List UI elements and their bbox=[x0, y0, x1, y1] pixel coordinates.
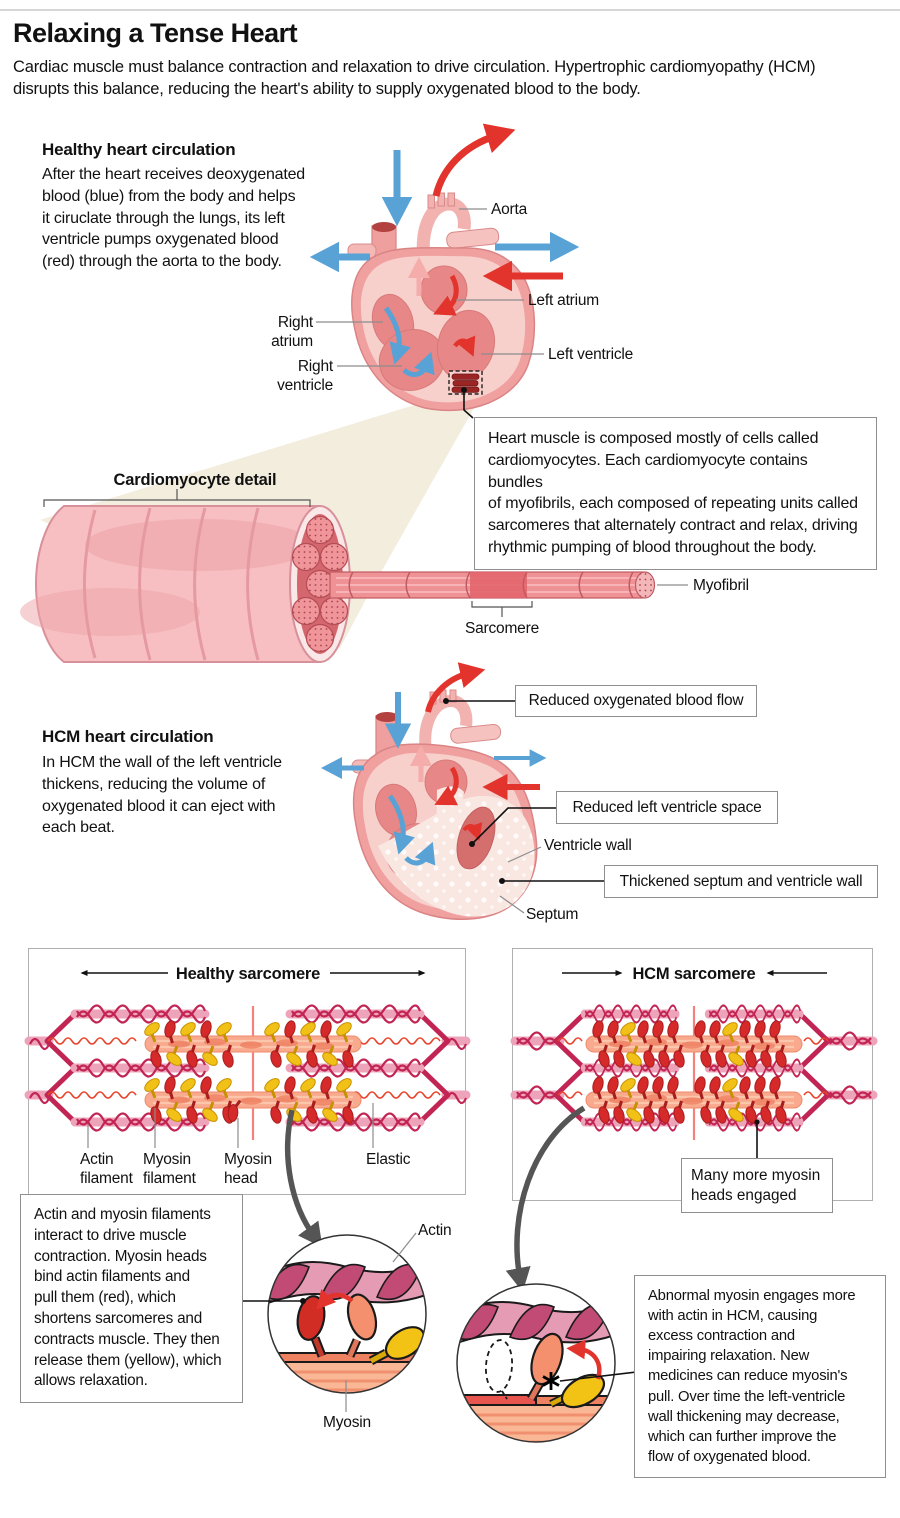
hcm-section-body: In HCM the wall of the left ventricle th… bbox=[42, 754, 282, 837]
red-flow-lv bbox=[453, 335, 476, 357]
label-actin-filament: Actin filament bbox=[80, 1151, 133, 1187]
aorta-branches bbox=[427, 192, 455, 209]
muscle-note-leader bbox=[461, 387, 474, 419]
label-right-atrium: Right atrium bbox=[271, 314, 313, 350]
healthy-heart-illustration bbox=[309, 123, 580, 412]
hcm-heart-illustration bbox=[321, 662, 547, 920]
label-myofibril: Myofibril bbox=[693, 577, 749, 594]
label-left-atrium: Left atrium bbox=[528, 292, 600, 309]
oxygenated-out-arrow bbox=[432, 123, 516, 197]
label-myosin-head: Myosin head bbox=[224, 1151, 272, 1187]
cardiomyocyte-heading: Cardiomyocyte detail bbox=[113, 471, 277, 489]
callout-reduced-lv-space: Reduced left ventricle space bbox=[556, 791, 778, 824]
hcm-sarcomere-title: HCM sarcomere bbox=[632, 965, 756, 983]
label-right-ventricle: Right ventricle bbox=[277, 358, 333, 394]
cardiomyocyte-cylinder bbox=[20, 505, 351, 663]
top-rule bbox=[0, 9, 900, 11]
healthy-detail-note: Actin and myosin filaments interact to d… bbox=[20, 1194, 243, 1404]
label-aorta: Aorta bbox=[491, 201, 528, 218]
label-left-ventricle: Left ventricle bbox=[548, 346, 634, 363]
cardiomyocyte-sample-box bbox=[448, 370, 483, 395]
hcm-section-heading: HCM heart circulation bbox=[42, 727, 214, 746]
muscle-note-box: Heart muscle is composed mostly of cells… bbox=[474, 417, 877, 570]
healthy-sarcomere-diagram bbox=[29, 970, 466, 1148]
zoom-arrows bbox=[284, 1105, 586, 1293]
hcm-detail-circle bbox=[456, 1283, 638, 1443]
healthy-heart-leaders bbox=[316, 208, 544, 367]
vessel-opening bbox=[372, 222, 396, 232]
sarcomere-part-leaders bbox=[87, 1103, 374, 1148]
label-sarcomere: Sarcomere bbox=[464, 620, 539, 637]
label-ventricle-wall: Ventricle wall bbox=[544, 837, 632, 854]
binding-star-icon bbox=[542, 1372, 560, 1390]
pulmonary-artery bbox=[446, 227, 500, 249]
abnormal-myosin-head bbox=[530, 1332, 564, 1386]
highlighted-sarcomere-segment bbox=[470, 572, 527, 598]
healthy-section-body: After the heart receives deoxygenated bl… bbox=[42, 166, 305, 270]
hcm-sarcomere-diagram bbox=[515, 970, 873, 1160]
red-flow-la-lv bbox=[433, 274, 459, 316]
label-actin: Actin bbox=[418, 1222, 452, 1239]
page-title: Relaxing a Tense Heart bbox=[13, 18, 298, 48]
myosin-head-neutral bbox=[346, 1293, 378, 1341]
hcm-callout-leaders bbox=[443, 698, 604, 914]
ghost-head-outline bbox=[485, 1339, 513, 1393]
cardiomyocyte-leaders bbox=[43, 489, 688, 617]
label-elastic: Elastic bbox=[366, 1151, 411, 1168]
blue-flow-ra-rv bbox=[383, 306, 411, 365]
reduced-flow-arrow bbox=[425, 662, 486, 713]
callout-reduced-blood-flow: Reduced oxygenated blood flow bbox=[515, 685, 757, 717]
callout-thickened-septum: Thickened septum and ventricle wall bbox=[604, 865, 878, 898]
healthy-section-heading: Healthy heart circulation bbox=[42, 140, 236, 159]
myofibril-strand bbox=[329, 571, 656, 599]
healthy-detail-circle bbox=[242, 1232, 427, 1412]
label-septum: Septum bbox=[526, 906, 579, 923]
myofibril-cross-sections bbox=[291, 515, 349, 653]
label-myosin: Myosin bbox=[323, 1414, 371, 1431]
hcm-detail-note: Abnormal myosin engages more with actin … bbox=[634, 1275, 886, 1478]
healthy-sarcomere-title: Healthy sarcomere bbox=[175, 965, 321, 983]
pull-arrow bbox=[316, 1289, 354, 1310]
blue-flow-rv-out bbox=[402, 351, 435, 377]
callout-more-myosin: Many more myosin heads engaged bbox=[681, 1158, 833, 1214]
intro-text: Cardiac muscle must balance contraction … bbox=[13, 58, 816, 98]
myosin-head-released bbox=[384, 1326, 426, 1360]
label-myosin-filament: Myosin filament bbox=[143, 1151, 196, 1187]
